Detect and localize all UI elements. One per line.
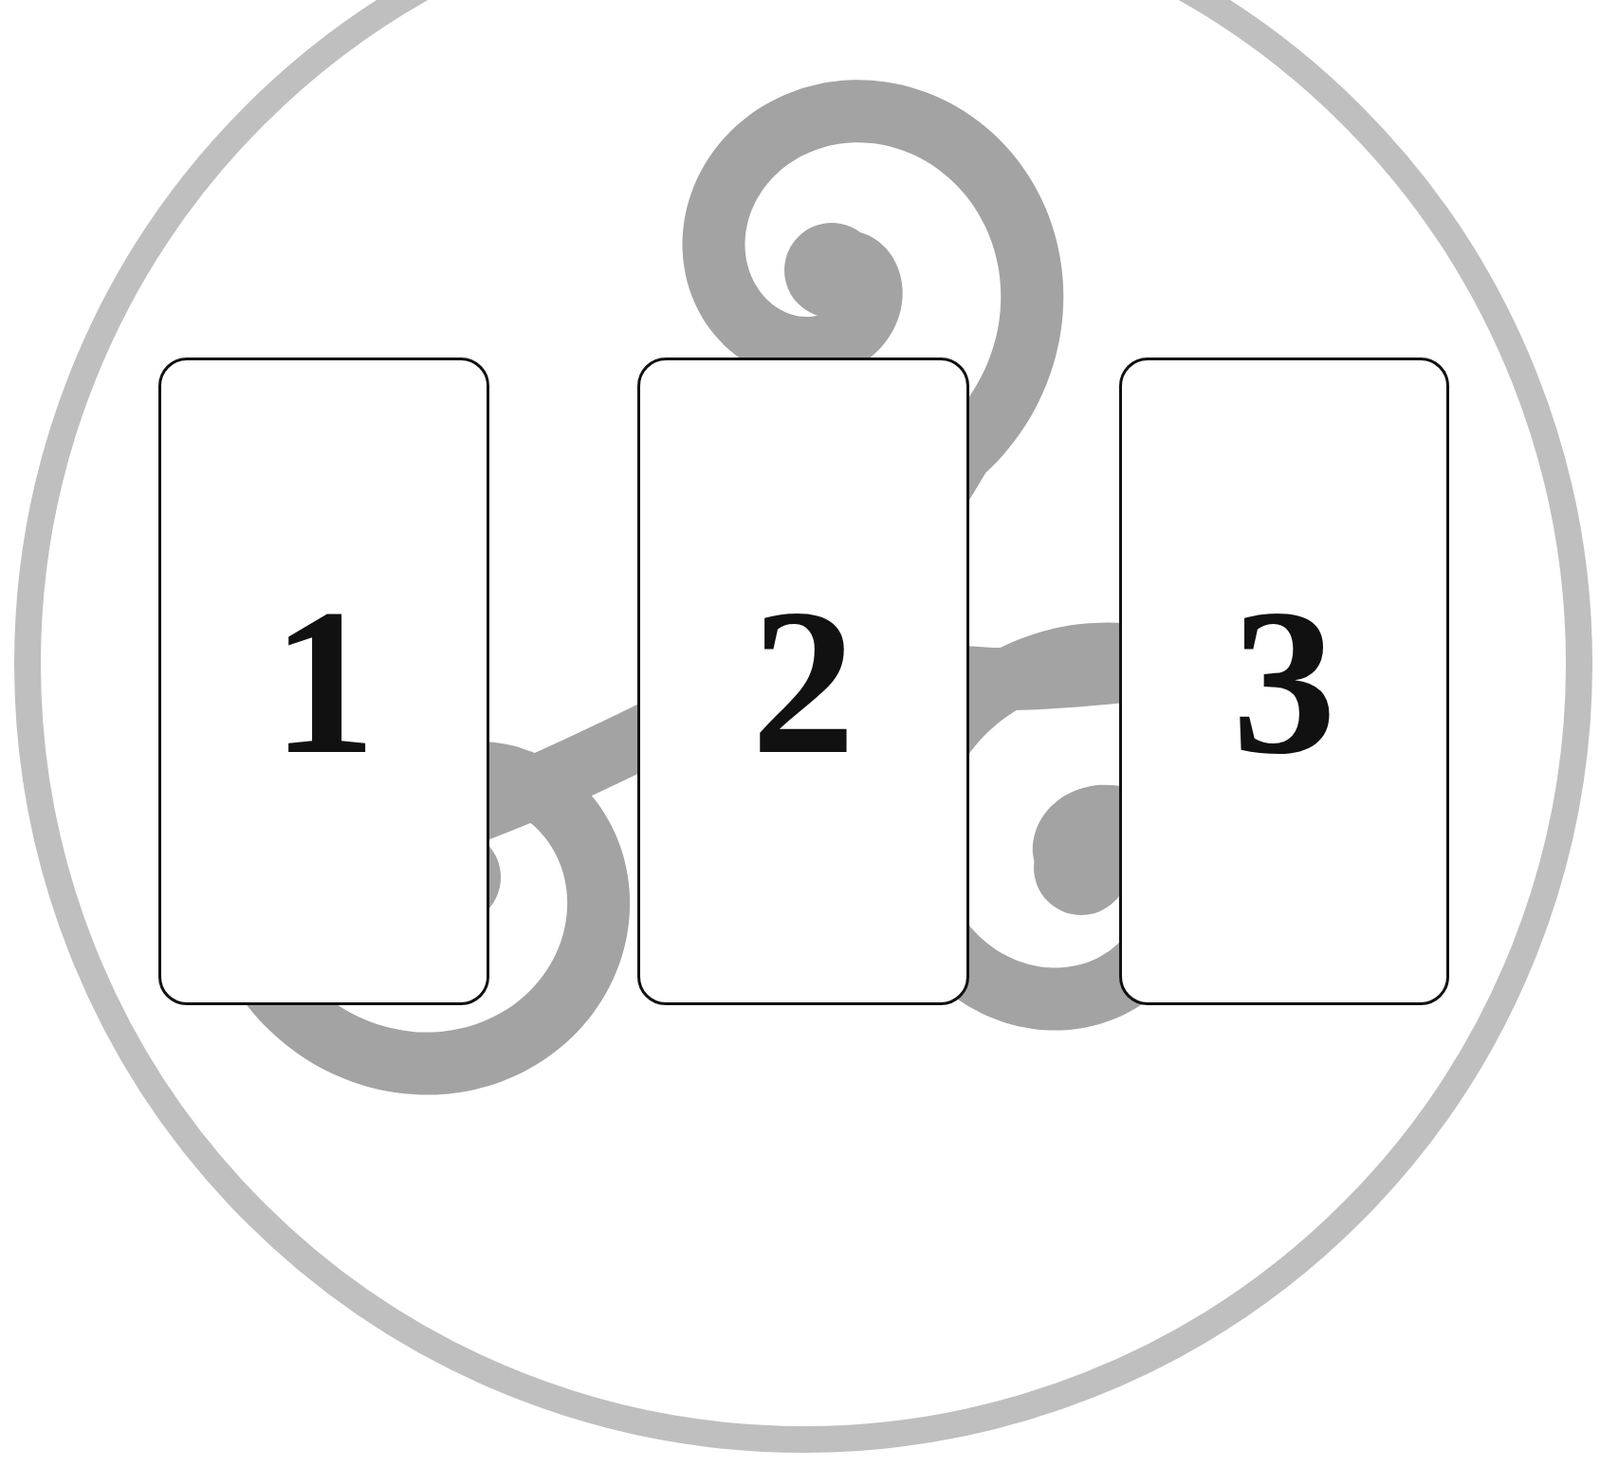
spiral-core bbox=[784, 222, 880, 318]
spiral-core bbox=[1033, 820, 1129, 916]
position-number: 2 bbox=[751, 577, 856, 787]
outer-ring bbox=[27, 0, 1580, 1440]
card-position: 2 bbox=[637, 357, 970, 1006]
position-number: 1 bbox=[272, 577, 377, 787]
position-number: 3 bbox=[1232, 577, 1337, 787]
card-position: 3 bbox=[1119, 357, 1450, 1006]
card-position: 1 bbox=[158, 357, 490, 1006]
